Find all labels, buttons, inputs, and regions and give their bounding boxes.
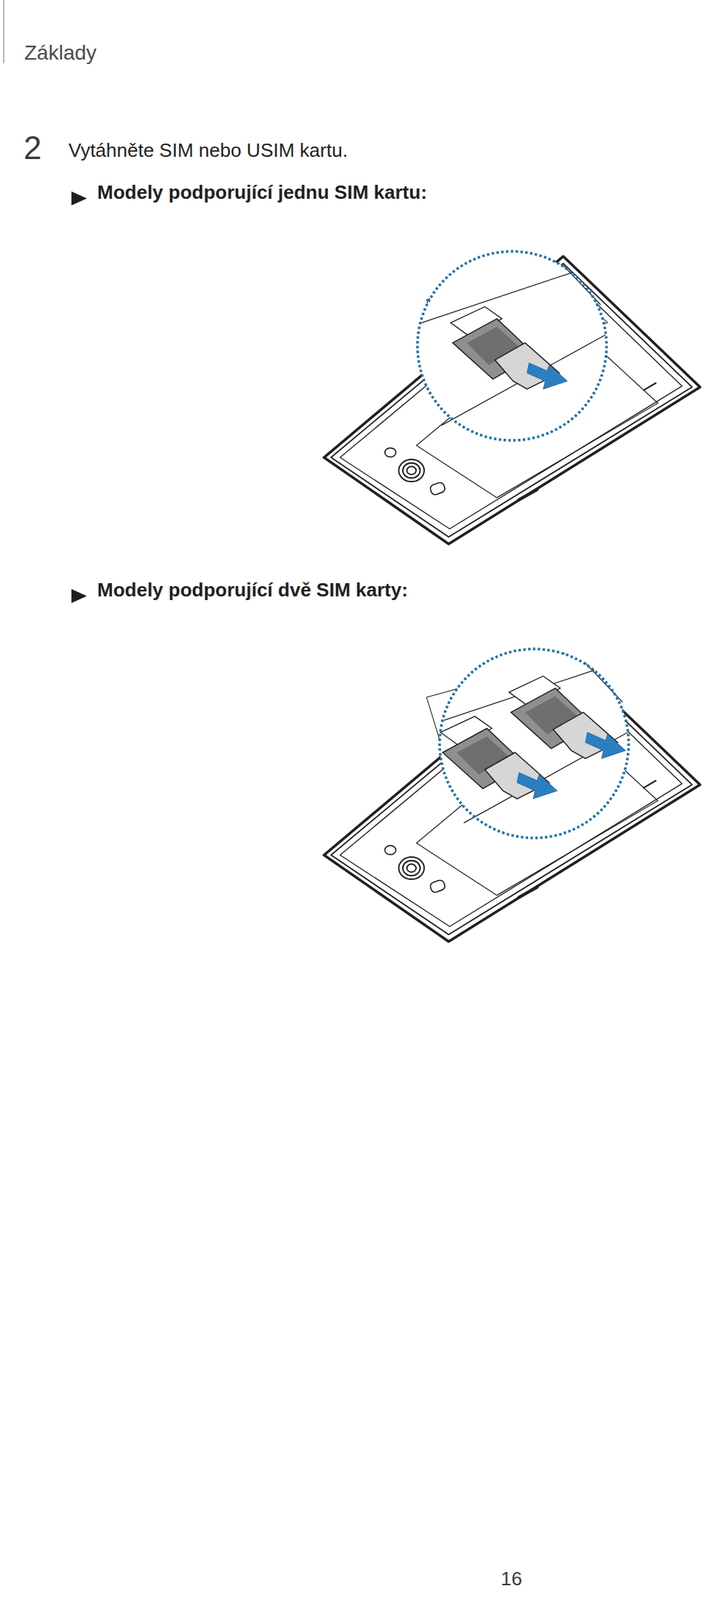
sensor: [385, 845, 397, 855]
zoom-ground: [417, 251, 607, 441]
phone-illustration: [305, 637, 704, 951]
zoom-detail: [439, 648, 629, 839]
bullet-triangle: [70, 587, 90, 606]
zoom-circle: [417, 251, 607, 441]
sensor: [385, 447, 397, 457]
bullet-triangle: [70, 190, 90, 208]
bullet-shape: [71, 191, 87, 206]
model-heading: Modely podporující jednu SIM kartu:: [97, 181, 428, 204]
zoom-circle: [439, 648, 629, 839]
pull-arrow: [516, 772, 558, 800]
camera-lens: [406, 466, 417, 476]
frame-line: [562, 264, 601, 305]
running-header: Základy: [24, 41, 97, 65]
zoom-lines: [421, 264, 606, 425]
bullet-shape: [71, 589, 87, 604]
header-rule-line: [2, 0, 4, 64]
zoom-detail: [417, 251, 607, 441]
pull-arrow: [527, 363, 568, 390]
zoom-ground: [439, 648, 629, 839]
camera-lens: [398, 857, 425, 880]
side-button: [519, 887, 538, 898]
phone-illustration: [305, 239, 704, 554]
flash: [429, 879, 447, 894]
step-text: Vytáhněte SIM nebo USIM kartu.: [68, 139, 348, 163]
step-number: 2: [23, 129, 42, 168]
model-heading: Modely podporující dvě SIM karty:: [97, 579, 408, 602]
page-number: 16: [500, 1568, 523, 1591]
side-button: [519, 489, 538, 501]
flash: [429, 481, 447, 496]
camera-lens: [402, 860, 421, 876]
side-button: [643, 780, 656, 789]
sim-slot: [508, 676, 626, 759]
header-rule: [0, 0, 15, 74]
camera-lens: [402, 463, 421, 478]
camera-lens: [398, 459, 425, 482]
camera-lens: [406, 864, 417, 873]
frame-line: [584, 662, 624, 703]
side-button: [643, 382, 656, 391]
sim-slot: [450, 306, 568, 389]
pull-arrow: [585, 732, 626, 760]
